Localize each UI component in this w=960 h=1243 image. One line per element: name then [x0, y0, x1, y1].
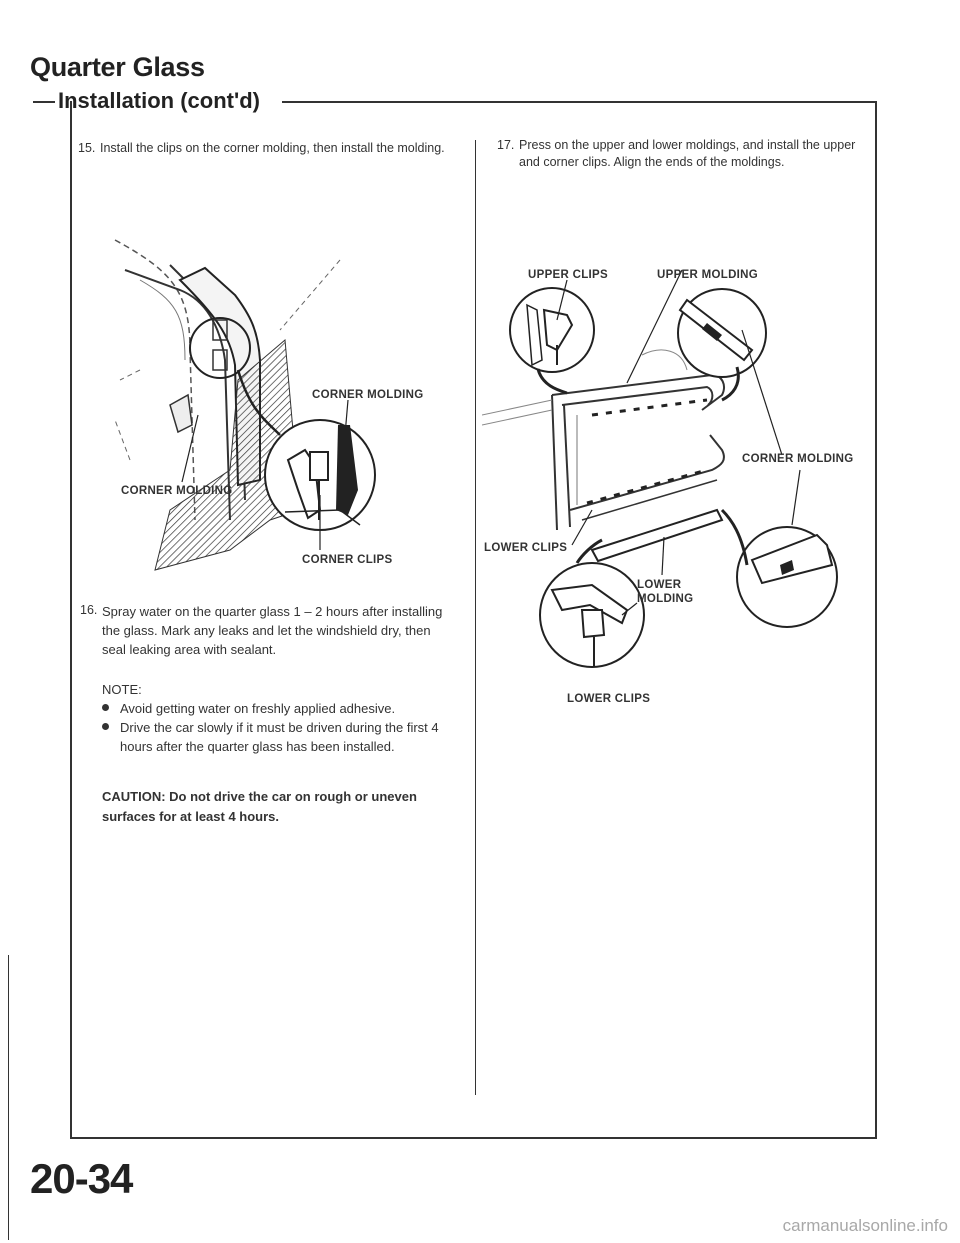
step-17-text: Press on the upper and lower moldings, a…: [519, 138, 856, 169]
step-16-number: 16.: [80, 603, 98, 617]
note-bullet: Drive the car slowly if it must be drive…: [102, 718, 447, 756]
note-list: Avoid getting water on freshly applied a…: [102, 699, 447, 756]
frame-right-border: [875, 101, 877, 1139]
step-15-number: 15.: [78, 141, 96, 155]
header-rule-left: [33, 101, 55, 103]
label-corner-clips: CORNER CLIPS: [302, 554, 393, 566]
column-divider: [475, 140, 476, 1095]
margin-line: [8, 955, 9, 1240]
section-subtitle: Installation (cont'd): [58, 88, 260, 113]
bullet-dot-icon: [102, 723, 109, 730]
bullet-dot-icon: [102, 704, 109, 711]
page-title: Quarter Glass: [30, 52, 205, 82]
label-corner-molding-left: CORNER MOLDING: [121, 485, 233, 497]
note-bullet-text: Avoid getting water on freshly applied a…: [120, 701, 396, 716]
label-lower-molding: LOWER MOLDING: [637, 579, 694, 605]
step-15-text: Install the clips on the corner molding,…: [100, 141, 445, 155]
note-label: NOTE:: [102, 682, 142, 697]
label-lower-clips-top: LOWER CLIPS: [484, 542, 568, 554]
caution-text: CAUTION: Do not drive the car on rough o…: [102, 789, 417, 824]
header-rule: [282, 101, 877, 103]
frame-left-border: [70, 101, 72, 1139]
label-lower-clips-bottom: LOWER CLIPS: [567, 693, 651, 705]
frame-bottom-border: [70, 1137, 877, 1139]
label-corner-molding-top: CORNER MOLDING: [312, 389, 424, 401]
label-corner-molding: CORNER MOLDING: [742, 453, 854, 465]
step-16: 16. Spray water on the quarter glass 1 –…: [80, 602, 450, 662]
step-17: 17. Press on the upper and lower molding…: [497, 137, 869, 192]
step-17-number: 17.: [497, 138, 515, 152]
step-15: 15. Install the clips on the corner mold…: [78, 140, 448, 180]
watermark: carmanualsonline.info: [782, 1216, 948, 1235]
moldings-illustration: [482, 269, 838, 668]
label-upper-clips: UPPER CLIPS: [528, 269, 608, 281]
note-bullet-text: Drive the car slowly if it must be drive…: [120, 720, 439, 754]
page-number: 20-34: [30, 1155, 133, 1202]
note-bullet: Avoid getting water on freshly applied a…: [102, 699, 447, 718]
step-16-text: Spray water on the quarter glass 1 – 2 h…: [102, 604, 443, 657]
label-upper-molding: UPPER MOLDING: [657, 269, 759, 281]
corner-molding-illustration: [114, 239, 376, 571]
